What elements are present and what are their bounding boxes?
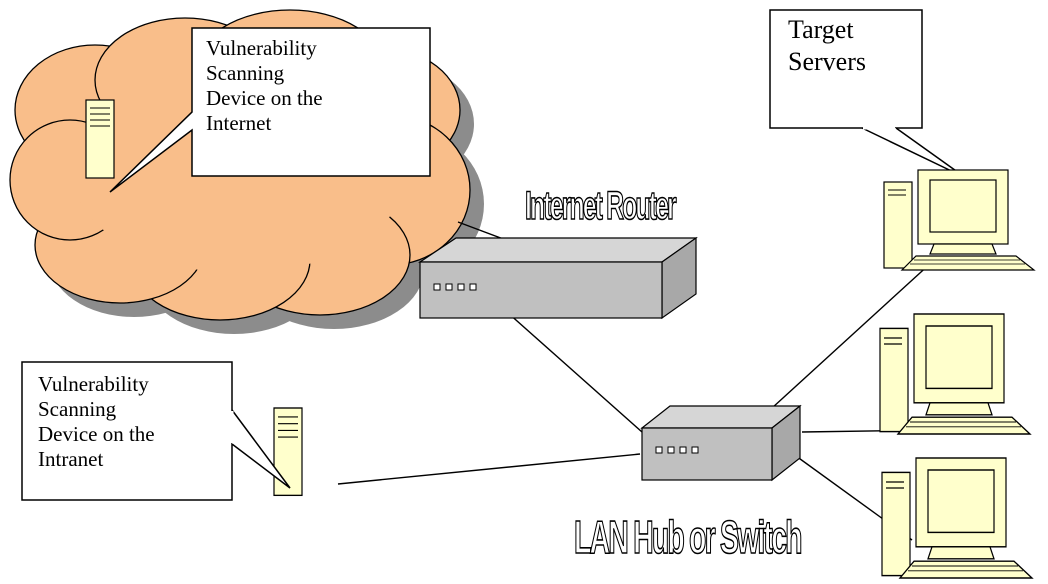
hub-label: LAN Hub or Switch <box>574 510 803 564</box>
callout-intranet-scanner-label: Vulnerability Scanning Device on the Int… <box>38 372 155 471</box>
router-box-icon <box>418 236 698 320</box>
workstation-computer-icon <box>881 457 1033 579</box>
hub-switch-box-icon <box>640 404 802 482</box>
server-tower-icon <box>273 407 303 497</box>
workstation-computer-icon <box>883 169 1035 271</box>
workstation-computer-icon <box>879 313 1031 435</box>
callout-internet-scanner <box>109 27 431 193</box>
callout-intranet-scanner <box>21 361 291 501</box>
server-tower-icon <box>85 99 115 179</box>
router-label: Internet Router <box>525 183 678 229</box>
callout-internet-scanner-label: Vulnerability Scanning Device on the Int… <box>206 36 323 135</box>
callout-target-servers-label: Target Servers <box>788 15 866 76</box>
network-links <box>337 221 933 541</box>
